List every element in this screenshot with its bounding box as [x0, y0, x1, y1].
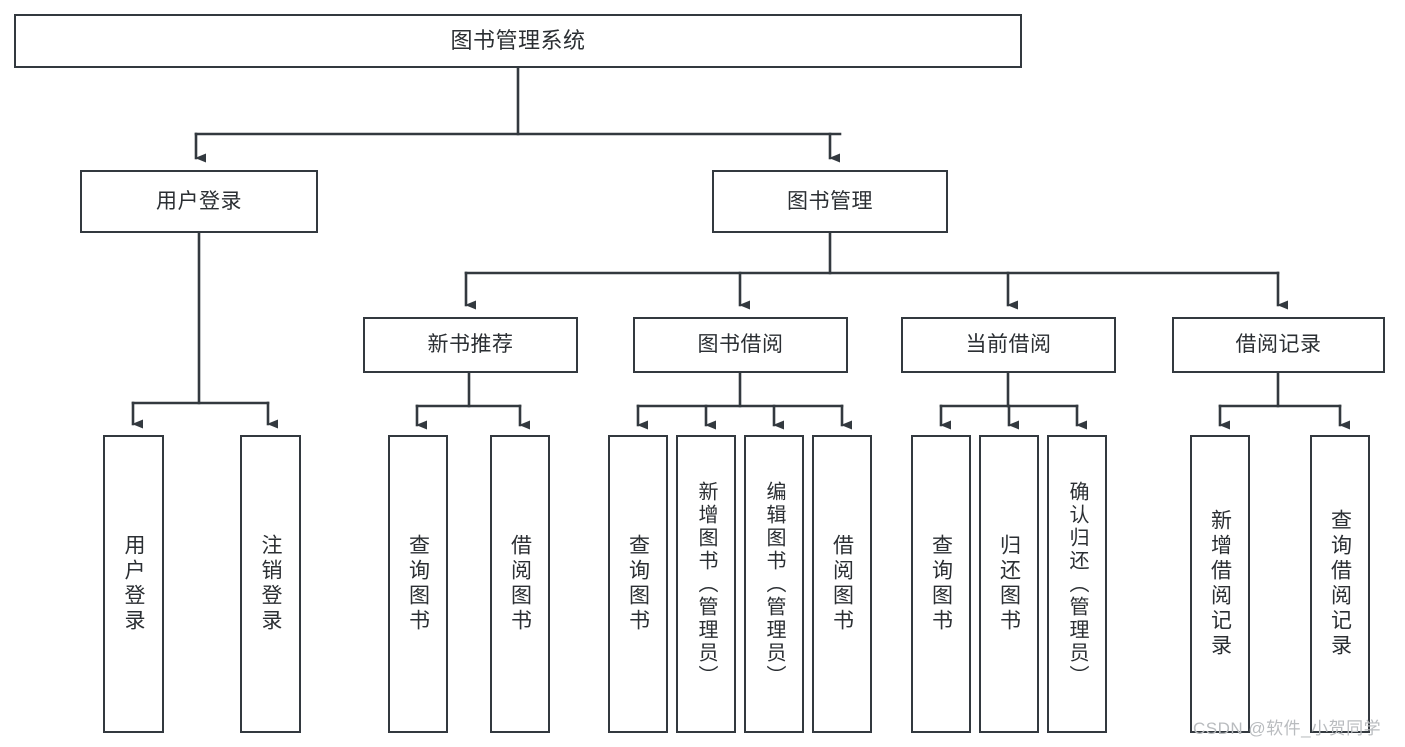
leaf-label: 新增图书（管理员） [695, 480, 717, 688]
leaf-label: 查询图书 [626, 534, 650, 634]
leaf-label: 用户登录 [122, 534, 145, 634]
node-root-label: 图书管理系统 [450, 27, 586, 53]
leaf-user-login-logout[interactable]: 注销登录 [240, 435, 301, 733]
leaf-label: 编辑图书（管理员） [763, 480, 785, 688]
leaf-label: 确认归还（管理员） [1066, 480, 1088, 688]
node-current-borrow[interactable]: 当前借阅 [901, 317, 1116, 373]
leaf-new-book-borrow[interactable]: 借阅图书 [490, 435, 550, 733]
leaf-book-borrow-borrow[interactable]: 借阅图书 [812, 435, 872, 733]
leaf-new-book-query[interactable]: 查询图书 [388, 435, 448, 733]
csdn-watermark: CSDN @软件_小贺同学 [1193, 719, 1382, 738]
leaf-label: 查询图书 [406, 534, 430, 634]
leaf-borrow-record-query[interactable]: 查询借阅记录 [1310, 435, 1370, 733]
leaf-label: 注销登录 [259, 534, 282, 634]
leaf-label: 查询借阅记录 [1328, 509, 1352, 659]
leaf-label: 查询图书 [929, 534, 953, 634]
node-user-login-label: 用户登录 [156, 189, 242, 213]
leaf-book-borrow-edit[interactable]: 编辑图书（管理员） [744, 435, 804, 733]
leaf-borrow-record-add[interactable]: 新增借阅记录 [1190, 435, 1250, 733]
leaf-current-borrow-query[interactable]: 查询图书 [911, 435, 971, 733]
leaf-label: 借阅图书 [508, 534, 532, 634]
node-book-management-label: 图书管理 [787, 189, 873, 213]
node-root[interactable]: 图书管理系统 [14, 14, 1022, 68]
leaf-current-borrow-return[interactable]: 归还图书 [979, 435, 1039, 733]
node-book-borrow[interactable]: 图书借阅 [633, 317, 848, 373]
node-current-borrow-label: 当前借阅 [965, 333, 1052, 357]
node-borrow-record[interactable]: 借阅记录 [1172, 317, 1385, 373]
node-user-login[interactable]: 用户登录 [80, 170, 318, 233]
leaf-book-borrow-add[interactable]: 新增图书（管理员） [676, 435, 736, 733]
leaf-label: 新增借阅记录 [1208, 509, 1232, 659]
node-new-book-recommend[interactable]: 新书推荐 [363, 317, 578, 373]
node-new-book-recommend-label: 新书推荐 [427, 333, 514, 357]
leaf-user-login-login[interactable]: 用户登录 [103, 435, 164, 733]
leaf-label: 借阅图书 [830, 534, 854, 634]
leaf-label: 归还图书 [997, 534, 1021, 634]
leaf-book-borrow-query[interactable]: 查询图书 [608, 435, 668, 733]
node-book-management[interactable]: 图书管理 [712, 170, 948, 233]
node-book-borrow-label: 图书借阅 [697, 333, 784, 357]
node-borrow-record-label: 借阅记录 [1235, 333, 1322, 357]
leaf-current-borrow-confirm[interactable]: 确认归还（管理员） [1047, 435, 1107, 733]
